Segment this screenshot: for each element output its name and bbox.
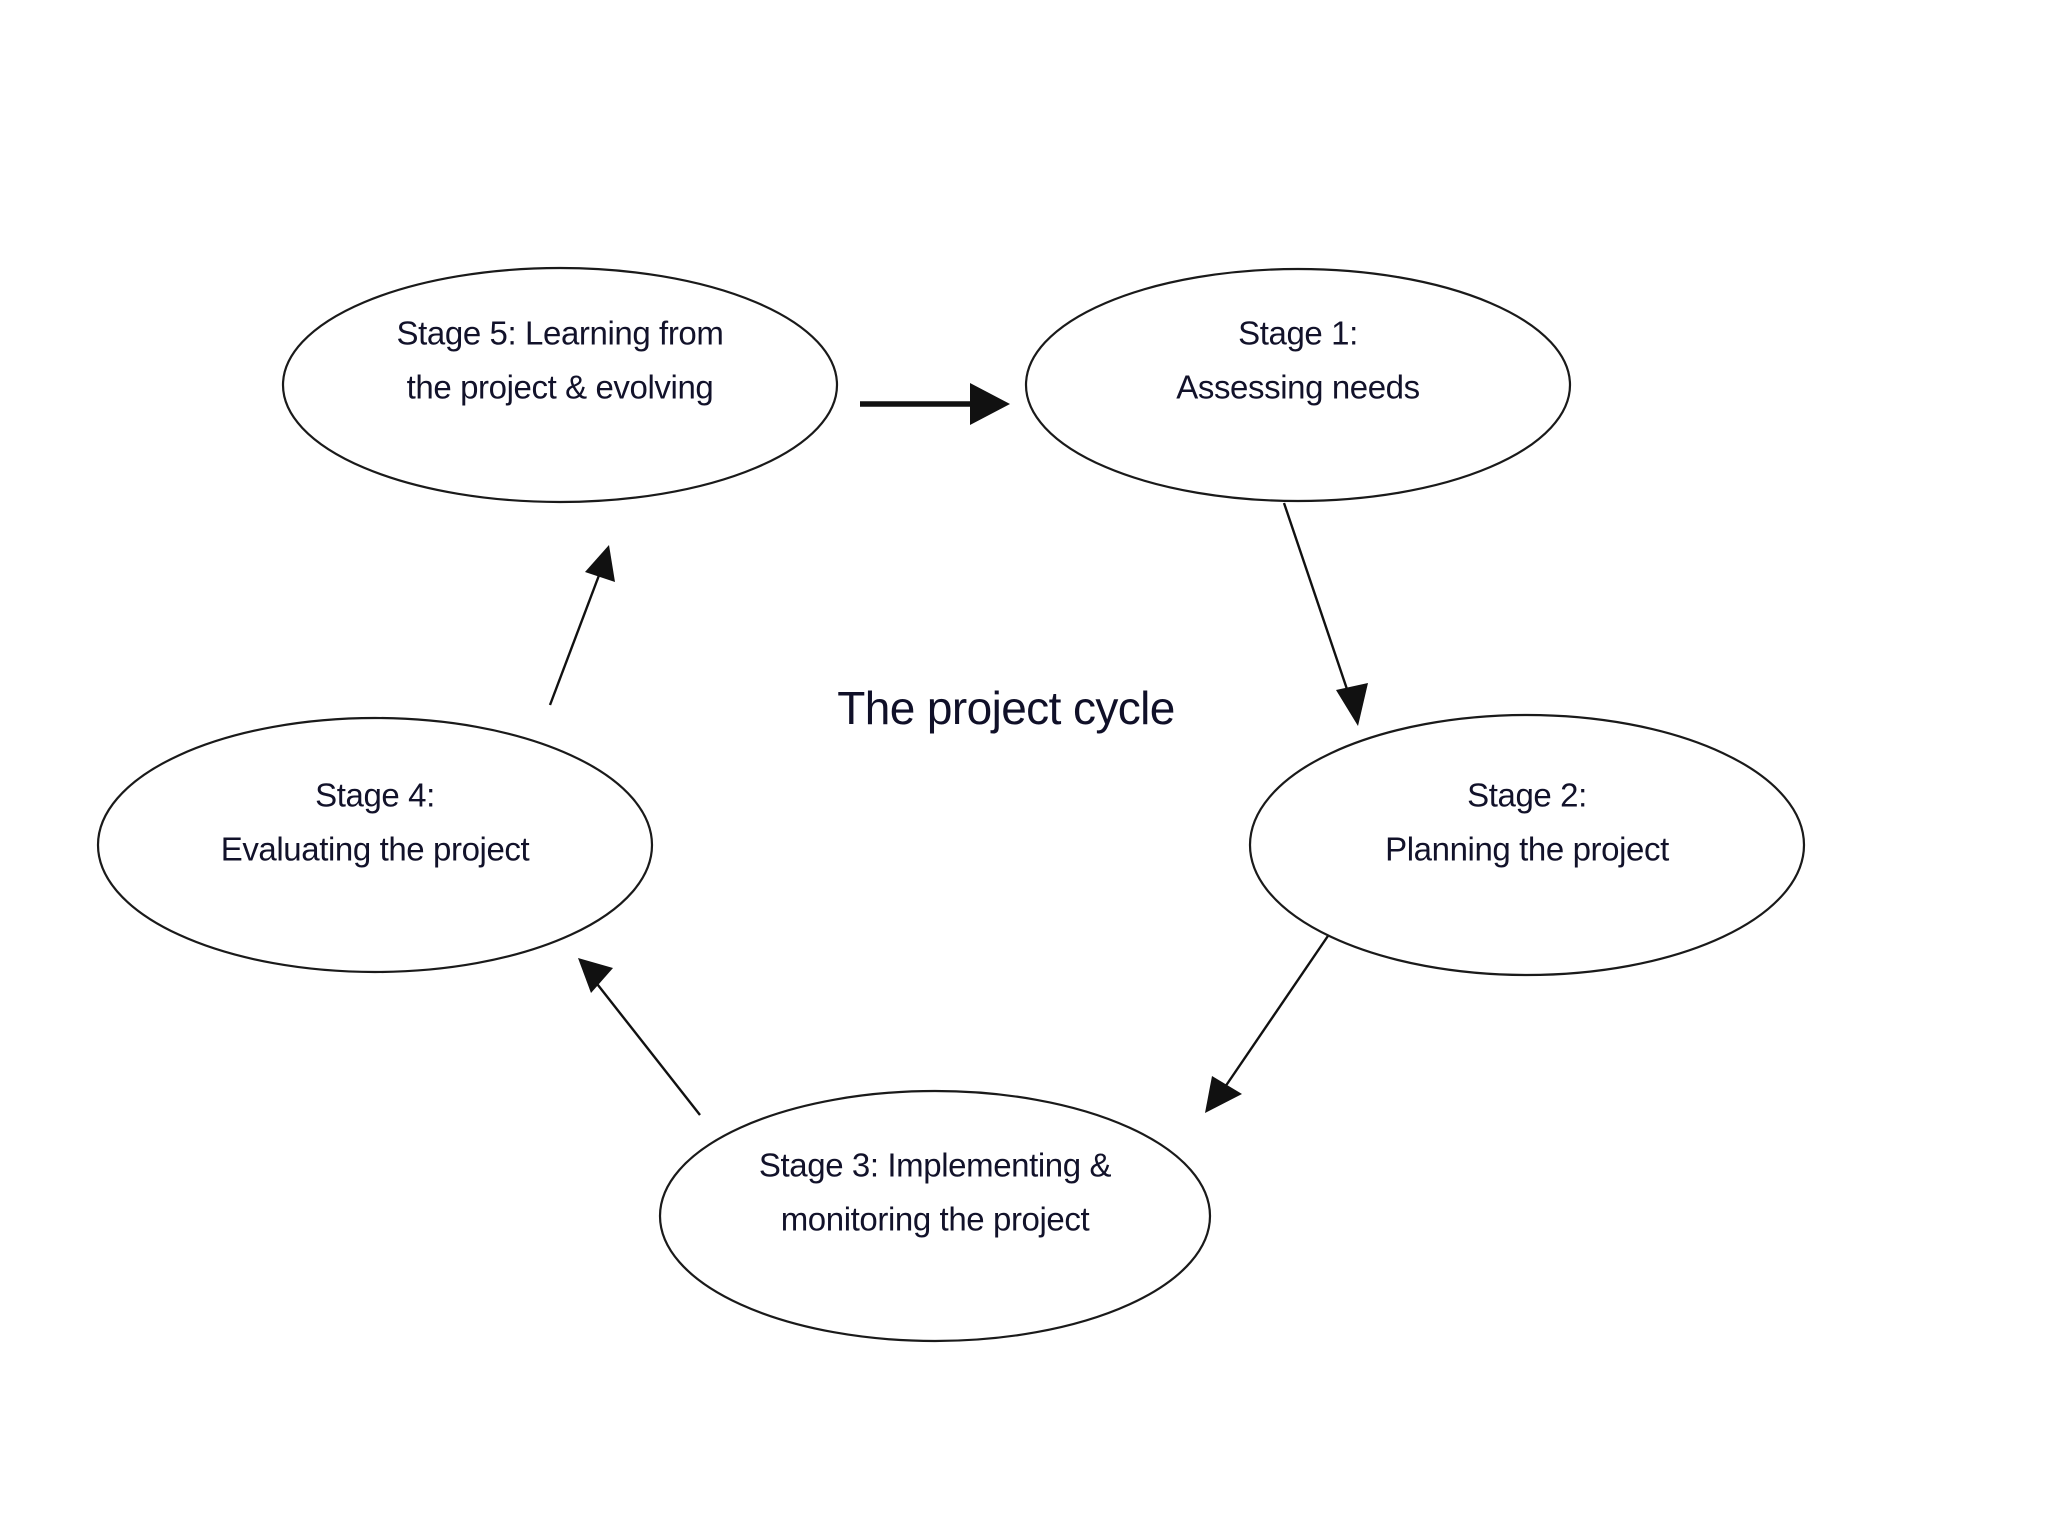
stage-5-label-line-1: Stage 5: Learning from [397, 315, 724, 352]
arrow-shaft [593, 979, 701, 1116]
node-stage-4[interactable]: Stage 4: Evaluating the project [96, 716, 654, 974]
stage-2-label-line-2: Planning the project [1385, 831, 1669, 868]
stage-5-label-line-2: the project & evolving [407, 369, 714, 406]
stage-5-ellipse[interactable] [281, 266, 839, 504]
stage-1-label-line-2: Assessing needs [1176, 369, 1419, 406]
arrow-stage4-to-stage5 [548, 545, 615, 706]
arrow-head [1336, 683, 1368, 726]
connector-group [548, 383, 1368, 1116]
stage-4-label-line-1: Stage 4: [315, 777, 435, 814]
node-stage-3[interactable]: Stage 3: Implementing & monitoring the p… [658, 1089, 1212, 1343]
stage-3-ellipse[interactable] [658, 1089, 1212, 1343]
arrow-shaft [1282, 502, 1354, 705]
arrow-head [1205, 1076, 1242, 1113]
stage-2-ellipse[interactable] [1248, 713, 1806, 977]
arrow-head [970, 383, 1010, 425]
stage-1-label-line-1: Stage 1: [1238, 315, 1358, 352]
diagram-title: The project cycle [837, 682, 1175, 734]
stage-1-ellipse[interactable] [1024, 267, 1572, 503]
arrow-stage3-to-stage4 [578, 958, 701, 1116]
stage-3-label-line-2: monitoring the project [781, 1201, 1090, 1238]
arrow-stage5-to-stage1 [860, 383, 1010, 425]
node-stage-2[interactable]: Stage 2: Planning the project [1248, 713, 1806, 977]
arrow-shaft [1222, 929, 1333, 1091]
arrow-stage1-to-stage2 [1282, 502, 1368, 726]
stage-4-ellipse[interactable] [96, 716, 654, 974]
stage-4-label-line-2: Evaluating the project [221, 831, 530, 868]
node-stage-1[interactable]: Stage 1: Assessing needs [1024, 267, 1572, 503]
arrow-stage2-to-stage3 [1205, 929, 1333, 1113]
stage-2-label-line-1: Stage 2: [1467, 777, 1587, 814]
stage-3-label-line-1: Stage 3: Implementing & [759, 1147, 1112, 1184]
arrow-head [578, 958, 613, 993]
arrow-head [585, 545, 615, 582]
arrow-shaft [548, 569, 603, 706]
node-stage-5[interactable]: Stage 5: Learning from the project & evo… [281, 266, 839, 504]
